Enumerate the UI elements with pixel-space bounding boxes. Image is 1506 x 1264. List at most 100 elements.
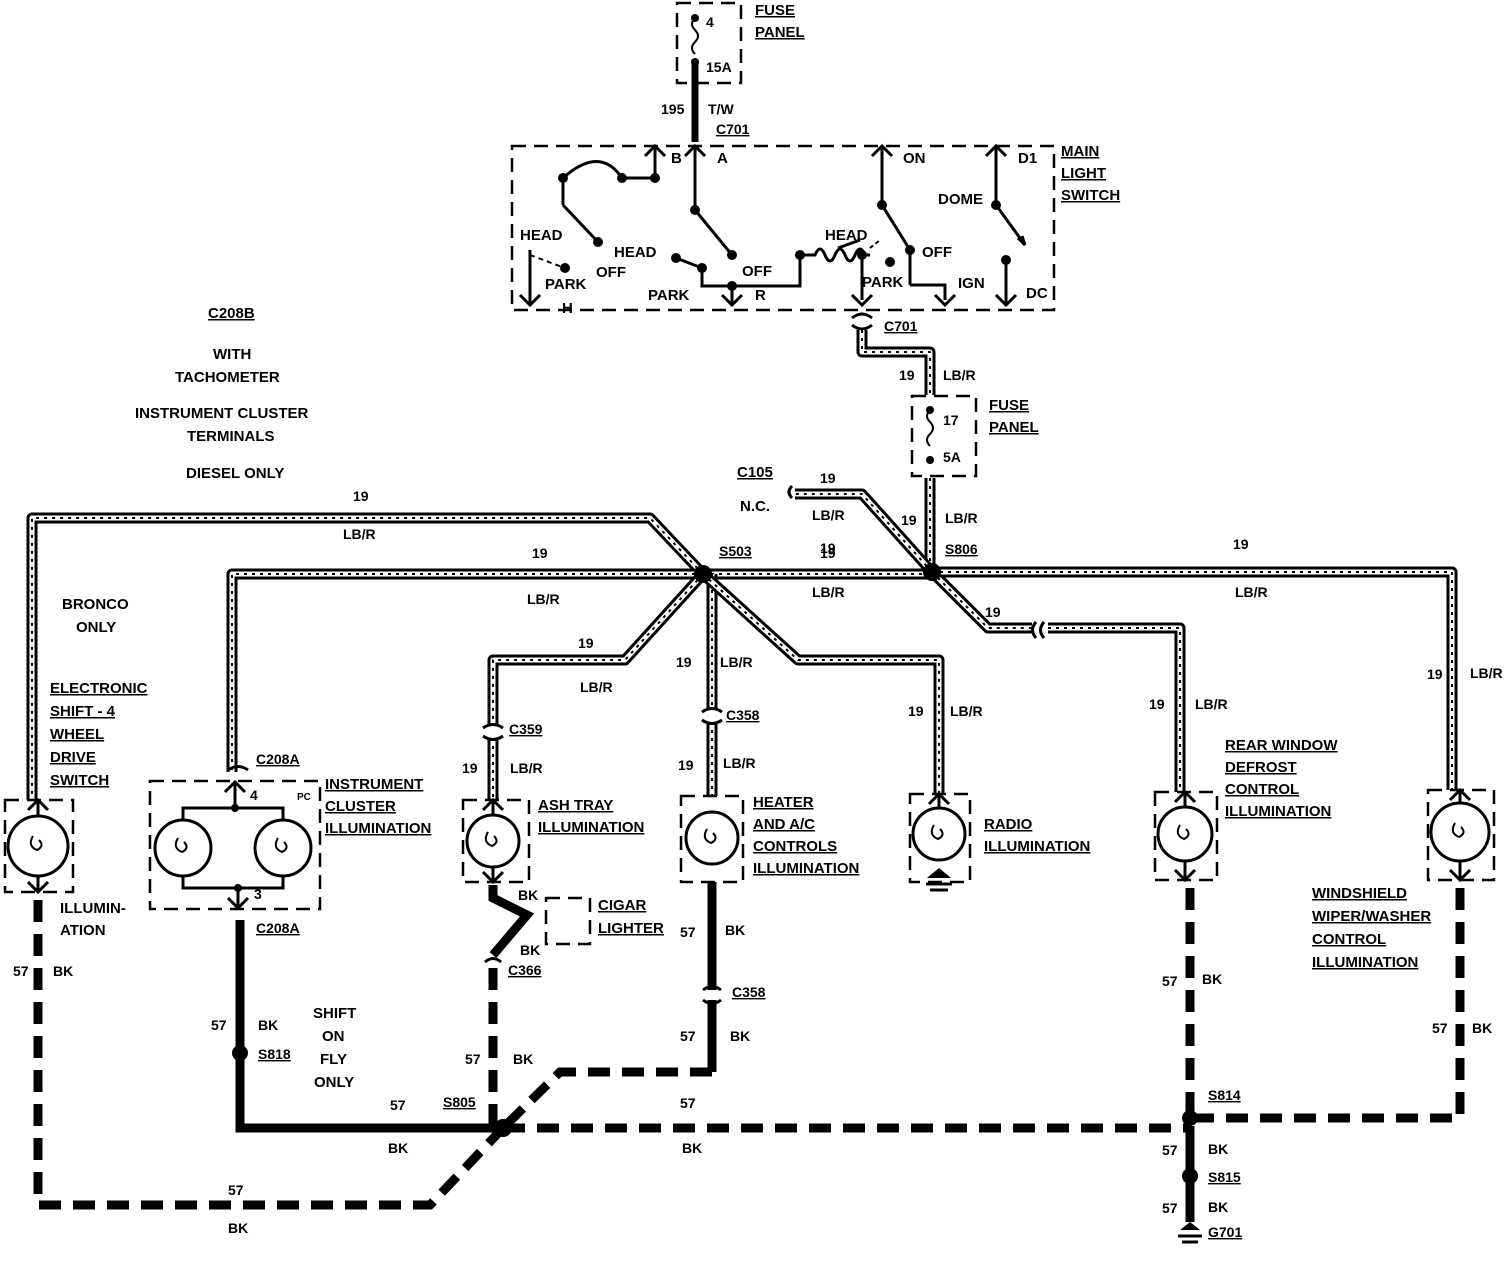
wire-lbr-rear-defrost-2 (1048, 622, 1186, 792)
wire-lbr-shift-switch (26, 512, 707, 800)
terminal-b (643, 143, 667, 178)
splice-s805-label: S805 (443, 1094, 476, 1110)
fuse-panel-top-box (675, 1, 743, 85)
wire-label-lbr-12: LB/R (1235, 584, 1268, 600)
connector-c105-label: C105 (737, 464, 773, 481)
note-bronco-only: ONLY (76, 619, 116, 636)
wire-label-c57-32: 57 (465, 1051, 481, 1067)
note-only: ONLY (314, 1074, 354, 1091)
rear-window-defrost-illumination: REAR WINDOW DEFROST CONTROL ILLUMINATION (1153, 737, 1338, 883)
cluster-pin-3: 3 (254, 886, 262, 902)
wire-195-color: T/W (708, 101, 734, 117)
main-switch-title-1: MAIN (1061, 143, 1099, 160)
wire-label-lbr-1: LB/R (343, 526, 376, 542)
terminal-d1 (984, 143, 1008, 205)
cigar-lighter: BK BK CIGAR LIGHTER C366 (484, 885, 664, 978)
wire-label-c57-28: 57 (13, 963, 29, 979)
ground-g701 (1178, 1222, 1202, 1244)
note-bronco: BRONCO (62, 596, 129, 613)
label-head-left: HEAD (520, 227, 563, 244)
splice-s806-label: S806 (945, 541, 978, 557)
label-dc: DC (1026, 285, 1048, 302)
note-diesel-only: DIESEL ONLY (186, 465, 284, 482)
cluster-pc: PC (297, 792, 311, 803)
fuse-panel-mid-label-2: PANEL (989, 419, 1039, 436)
wire-label-bk-37: BK (730, 1028, 750, 1044)
terminal-r (720, 286, 744, 308)
wire-label-c19-0: 19 (353, 488, 369, 504)
connector-c359: C359 (509, 721, 543, 737)
wire-label-c19-24: 19 (1149, 696, 1165, 712)
windshield-wiper-washer-illumination: WINDSHIELD WIPER/WASHER CONTROL ILLUMINA… (1312, 787, 1496, 971)
label-off-left: OFF (596, 264, 626, 281)
label-park-mid: PARK (648, 287, 690, 304)
splice-s503 (694, 565, 712, 583)
label-h: H (562, 300, 573, 317)
wire-lbr-rear-defrost (928, 568, 1032, 634)
wire-label-bk-41: BK (682, 1140, 702, 1156)
shift-switch-label-4: DRIVE (50, 749, 96, 766)
wire-label-c57-44: 57 (1162, 973, 1178, 989)
label-r: R (755, 287, 766, 304)
note-terminals: TERMINALS (187, 428, 275, 445)
connector-c701-lower-label: C701 (884, 318, 918, 334)
wire-label-bk-33: BK (513, 1051, 533, 1067)
connector-c366: C366 (508, 962, 542, 978)
wire-label-c57-34: 57 (680, 924, 696, 940)
wire-label-c19-14: 19 (578, 635, 594, 651)
wire-label-lbr-5: LB/R (812, 507, 845, 523)
wire-label-c19-18: 19 (678, 757, 694, 773)
wire-label-lbr-21: LB/R (950, 703, 983, 719)
instrument-cluster-illumination: 4 3 PC INSTRUMENT CLUSTER ILLUMINATION C… (148, 751, 431, 936)
ash-tray-label-2: ILLUMINATION (538, 819, 644, 836)
wire-label-lbr-a: LB/R (943, 367, 976, 383)
wire-label-c57-48: 57 (1162, 1142, 1178, 1158)
wire-label-lbr-17: LB/R (720, 654, 753, 670)
cigar-bk-top: BK (518, 887, 538, 903)
electronic-shift-switch: ELECTRONIC SHIFT - 4 WHEEL DRIVE SWITCH … (3, 680, 148, 939)
bk-ground-wires (33, 882, 1465, 1222)
note-fly: FLY (320, 1051, 347, 1068)
wire-label-c19-26: 19 (1427, 666, 1443, 682)
wire-label-lbr-10: LB/R (812, 584, 845, 600)
splice-s815-label: S815 (1208, 1169, 1241, 1185)
wire-label-c19-20: 19 (908, 703, 924, 719)
splice-s814 (1182, 1110, 1198, 1126)
terminal-h (518, 250, 542, 308)
note-on: ON (322, 1028, 345, 1045)
shift-switch-illum-1: ILLUMIN- (60, 900, 126, 917)
note-tachometer: TACHOMETER (175, 369, 280, 386)
connector-c208a-top: C208A (256, 751, 300, 767)
main-switch-title-3: SWITCH (1061, 187, 1120, 204)
connector-c105-nc: N.C. (740, 498, 770, 515)
wire-label-lbr-27: LB/R (1470, 665, 1503, 681)
lbr-wires (26, 478, 1458, 800)
terminal-on (870, 143, 894, 205)
wire-label-lbr-25: LB/R (1195, 696, 1228, 712)
wire-label-c57-42: 57 (228, 1182, 244, 1198)
heater-label-2: AND A/C (753, 816, 815, 833)
note-with: WITH (213, 346, 251, 363)
shift-switch-illum-2: ATION (60, 922, 106, 939)
cigar-label-1: CIGAR (598, 897, 647, 914)
splice-s805 (494, 1119, 512, 1137)
wire-label-c19-4: 19 (820, 470, 836, 486)
fuse-4-number: 4 (706, 14, 714, 30)
cluster-pin-4: 4 (250, 787, 258, 803)
wire-lbr-wiper (932, 566, 1458, 790)
wire-label-bk-39: BK (388, 1140, 408, 1156)
note-instrument-cluster: INSTRUMENT CLUSTER (135, 405, 308, 422)
wire-195-circuit: 195 (661, 101, 685, 117)
label-off-right: OFF (922, 244, 952, 261)
connector-c358-lower: C358 (732, 984, 766, 1000)
wire-label-c19-11: 19 (1233, 536, 1249, 552)
fuse-17-rating: 5A (943, 449, 961, 465)
label-park-right: PARK (862, 274, 904, 291)
heater-label-1: HEATER (753, 794, 814, 811)
connector-c208a-bottom: C208A (256, 920, 300, 936)
label-off-mid: OFF (742, 263, 772, 280)
rear-defrost-label-1: REAR WINDOW (1225, 737, 1338, 754)
terminal-park-out (850, 255, 874, 308)
